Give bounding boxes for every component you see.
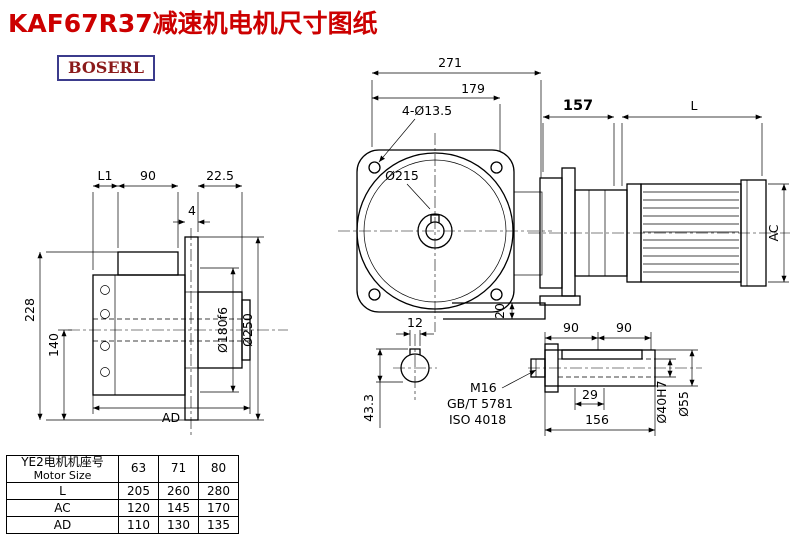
dim-flange-circle: Ø215 [385,168,419,183]
bolt-hole [490,161,503,174]
shaft-key [561,349,643,360]
cover-screw [100,367,110,377]
dim-140: 140 [46,333,61,357]
dim-90a: 90 [563,320,579,335]
gearbox-foot-side [539,295,581,306]
size-column-80: 80 [198,454,239,484]
dim-L1: L1 [98,168,113,183]
dim-90-top: 90 [140,168,156,183]
housing-edge [513,191,543,276]
value-AC-71: 145 [158,499,199,518]
table-row-L: L 205 260 280 [6,482,239,501]
dim-29: 29 [582,387,598,402]
bore-section-view: 12 43.3 [361,315,437,428]
brand-logo: BOSERL [57,55,156,81]
label-ISO-4018: ISO 4018 [449,412,506,427]
page-title: KAF67R37减速机电机尺寸图纸 [8,9,378,38]
bolt-hole [368,161,381,174]
motor-cooling-fins [643,191,739,273]
motor-size-label-en: Motor Size [33,468,92,482]
dim-157: 157 [563,98,593,114]
size-column-63: 63 [118,454,159,484]
dim-AC: AC [766,224,781,241]
value-AD-63: 110 [118,516,159,535]
dim-22-5: 22.5 [206,168,234,183]
cover-screw [100,285,110,295]
dim-55: Ø55 [676,391,691,417]
shaft-detail-view: 90 90 M16 GB/T 5781 ISO 4018 29 156 Ø40H… [447,320,702,436]
flange-side [561,167,576,297]
table-header-row: YE2电机机座号 Motor Size 63 71 80 [6,454,239,484]
gearbox-side-view: L1 90 22.5 4 228 140 AD Ø180f [22,168,288,435]
row-label-L: L [6,482,119,501]
brand-logo-text: BOSERL [68,58,145,77]
value-AD-71: 130 [158,516,199,535]
motor-size-table: YE2电机机座号 Motor Size 63 71 80 L 205 260 2… [6,454,239,535]
size-column-71: 71 [158,454,199,484]
bolt-hole [490,288,503,301]
dim-L: L [691,98,698,113]
foot-profile [443,302,546,320]
motor-size-header: YE2电机机座号 Motor Size [6,454,119,484]
dim-228: 228 [22,298,37,322]
bolt-hole [368,288,381,301]
dim-250: Ø250 [240,313,255,347]
value-AC-80: 170 [198,499,239,518]
dim-43-3: 43.3 [361,394,376,422]
dim-20: 20 [492,303,507,319]
dim-180f6: Ø180f6 [215,307,230,353]
cover-screw [100,341,110,351]
gearbox-body [92,274,186,396]
keyway-front [430,214,440,223]
table-row-AC: AC 120 145 170 [6,499,239,518]
label-GBT-5781: GB/T 5781 [447,396,513,411]
dim-bolt-holes: 4-Ø13.5 [402,103,452,118]
motor-size-label-cn: YE2电机机座号 [21,455,104,469]
cover-screw [100,309,110,319]
table-row-AD: AD 110 130 135 [6,516,239,535]
dim-40H7: Ø40H7 [654,380,669,423]
row-label-AC: AC [6,499,119,518]
row-label-AD: AD [6,516,119,535]
dim-90b: 90 [616,320,632,335]
value-L-63: 205 [118,482,159,501]
retaining-screw [530,358,546,378]
motor-side-view: 157 L AC [528,98,790,306]
dim-271: 271 [438,55,462,70]
dim-4: 4 [188,203,196,218]
input-stage [117,251,179,276]
dim-179: 179 [461,81,485,96]
value-L-80: 280 [198,482,239,501]
hub-end-step [241,299,251,361]
value-AC-63: 120 [118,499,159,518]
fan-cowl [740,179,767,287]
dim-AD: AD [162,410,180,425]
output-flange-section [184,236,199,421]
label-M16: M16 [470,380,497,395]
front-flange-view: 271 179 4-Ø13.5 Ø215 20 [338,55,552,332]
value-AD-80: 135 [198,516,239,535]
dim-156: 156 [585,412,609,427]
dim-12: 12 [407,315,423,330]
value-L-71: 260 [158,482,199,501]
